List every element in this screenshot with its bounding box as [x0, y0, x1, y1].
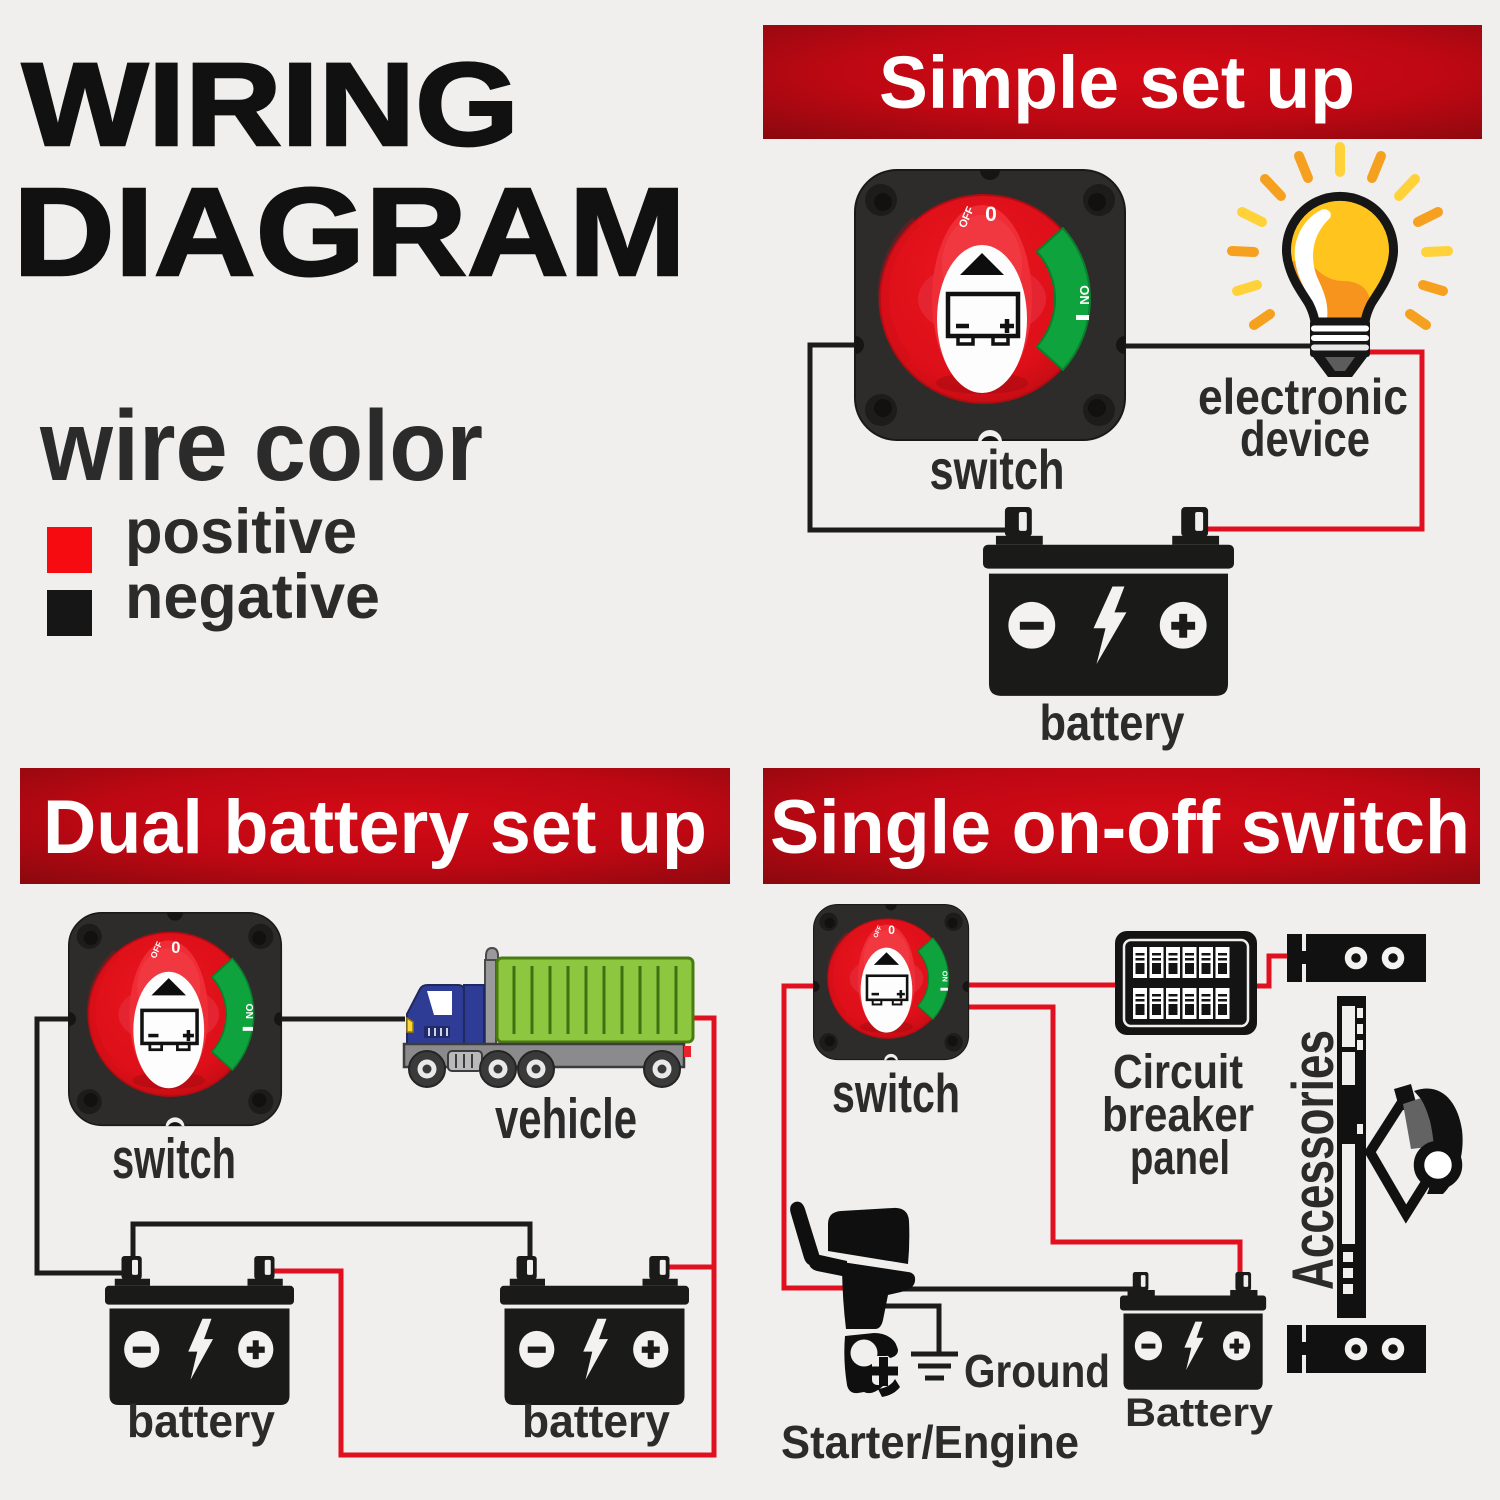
svg-text:Battery: Battery	[1125, 1391, 1274, 1435]
svg-text:Single on-off switch: Single on-off switch	[770, 785, 1470, 870]
svg-text:negative: negative	[125, 562, 380, 632]
svg-text:battery: battery	[522, 1395, 670, 1447]
svg-text:switch: switch	[930, 438, 1065, 501]
svg-text:battery: battery	[1040, 695, 1185, 751]
svg-text:Accessories: Accessories	[1281, 1030, 1346, 1290]
svg-text:breaker: breaker	[1102, 1089, 1254, 1142]
svg-text:switch: switch	[832, 1062, 960, 1124]
svg-text:device: device	[1240, 411, 1370, 467]
svg-text:positive: positive	[125, 497, 357, 567]
svg-text:Starter/Engine: Starter/Engine	[781, 1416, 1079, 1468]
svg-text:wire color: wire color	[39, 390, 483, 502]
svg-text:Circuit: Circuit	[1113, 1046, 1243, 1099]
svg-text:Dual battery set up: Dual battery set up	[43, 785, 707, 870]
svg-text:Simple set up: Simple set up	[879, 41, 1355, 124]
svg-text:Ground: Ground	[964, 1345, 1110, 1397]
svg-text:vehicle: vehicle	[495, 1087, 637, 1151]
svg-text:switch: switch	[112, 1127, 236, 1191]
svg-text:WIRING: WIRING	[22, 39, 519, 171]
svg-text:panel: panel	[1130, 1132, 1230, 1185]
svg-text:DIAGRAM: DIAGRAM	[13, 163, 686, 302]
svg-text:electronic: electronic	[1198, 369, 1408, 425]
svg-text:battery: battery	[127, 1395, 275, 1447]
